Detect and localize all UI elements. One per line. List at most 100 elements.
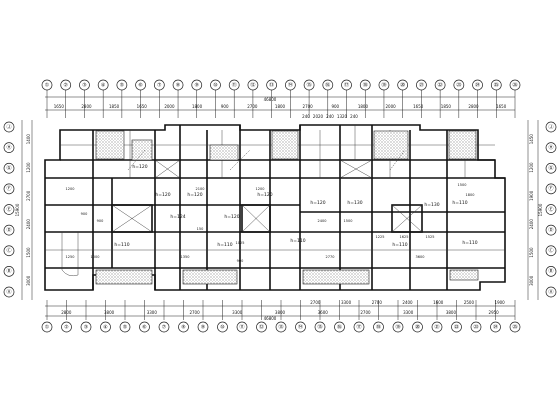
svg-text:⑫: ⑫ <box>250 81 255 88</box>
bottom-inner-dimension-text: 2400 <box>402 300 413 305</box>
bottom-axis-bubble: ③ <box>80 321 92 333</box>
svg-text:Ⓑ: Ⓑ <box>6 268 11 275</box>
svg-text:⑩: ⑩ <box>220 324 225 330</box>
top-axis-bubble: ① <box>41 79 53 91</box>
top-axis-bubble: ⑧ <box>172 79 184 91</box>
right-axis-bubble: Ⓙ <box>545 121 557 133</box>
top-dimension-text: 2000 <box>385 104 396 109</box>
top-axis-bubble: ⑮ <box>303 79 315 91</box>
top-axis-bubble: ㉓ <box>453 79 465 91</box>
right-axis-bubble: Ⓓ <box>545 224 557 236</box>
svg-text:⑬: ⑬ <box>269 81 274 88</box>
top-dimension-text: 1800 <box>275 104 286 109</box>
bottom-axis-bubble: ⑩ <box>217 321 228 333</box>
top-axis-bubble: ⑱ <box>359 79 371 91</box>
right-total-dimension: 15900 <box>538 203 543 216</box>
svg-text:Ⓑ: Ⓑ <box>548 268 553 275</box>
bottom-inner-dimension-text: 2700 <box>310 300 321 305</box>
bottom-dimension-text: 2800 <box>61 310 72 315</box>
slab-label: h=110 <box>462 240 477 246</box>
small-dimension-label: 150 <box>197 227 204 231</box>
bottom-axis-bubble: ① <box>41 321 53 333</box>
top-dimension-text: 2000 <box>164 104 175 109</box>
small-dimension-label: 1000 <box>91 255 100 259</box>
top-axis-bubble: ⑥ <box>135 79 146 91</box>
svg-text:Ⓙ: Ⓙ <box>548 123 553 130</box>
beam-markers <box>127 149 406 171</box>
svg-text:⑫: ⑫ <box>259 323 264 330</box>
svg-text:Ⓐ: Ⓐ <box>548 288 553 295</box>
bottom-axis-bubble: ㉑ <box>431 321 443 333</box>
top-axis-bubble: ⑨ <box>191 79 203 91</box>
top-total-dimension: 46800 <box>264 97 277 102</box>
svg-text:⑪: ⑪ <box>239 323 244 330</box>
small-dimension-label: 1525 <box>426 235 435 239</box>
bottom-dimension-text: 2700 <box>360 310 371 315</box>
right-axis-bubble: Ⓖ <box>545 162 557 174</box>
top-dimension-text: 2800 <box>468 104 479 109</box>
svg-text:⑤: ⑤ <box>123 324 127 330</box>
bottom-axis-bubble: ⑱ <box>373 321 384 333</box>
svg-text:⑦: ⑦ <box>162 324 167 330</box>
dimension-lines <box>21 96 539 317</box>
svg-text:Ⓕ: Ⓕ <box>548 185 553 192</box>
bottom-axis-bubble: ⑭ <box>295 321 306 333</box>
svg-text:⑨: ⑨ <box>195 82 199 88</box>
bottom-axis-bubble: ㉒ <box>451 321 462 333</box>
small-dimension-label: 2100 <box>196 187 205 191</box>
small-dimension-label: 1025 <box>236 241 245 245</box>
top-dimension-text: 1850 <box>441 104 452 109</box>
top-axis-bubble: ⑰ <box>341 79 352 91</box>
top-dimension-text: 2700 <box>247 104 258 109</box>
bottom-axis-bubble: ④ <box>100 321 111 333</box>
slab-label: h=110 <box>452 200 467 206</box>
svg-text:⑧: ⑧ <box>176 82 181 88</box>
svg-text:Ⓕ: Ⓕ <box>6 185 11 192</box>
top-inner-dimension-text: 240 <box>302 114 310 119</box>
svg-text:㉒: ㉒ <box>438 81 443 88</box>
svg-text:⑪: ⑪ <box>232 81 237 88</box>
bottom-axis-bubble: ⑯ <box>334 321 345 333</box>
slab-label: h=110 <box>290 238 305 244</box>
svg-text:⑭: ⑭ <box>298 323 303 330</box>
small-dimension-label: 3600 <box>416 255 425 259</box>
svg-text:Ⓓ: Ⓓ <box>6 226 11 233</box>
slab-label: h=120 <box>257 192 272 198</box>
top-inner-dimension-text: 240 <box>350 114 358 119</box>
small-dimension-label: 900 <box>81 212 88 216</box>
svg-text:⑬: ⑬ <box>278 323 283 330</box>
svg-text:⑳: ⑳ <box>400 81 405 88</box>
bottom-total-dimension: 46800 <box>264 316 277 321</box>
bottom-dimension-text: 3800 <box>275 310 286 315</box>
left-dimension-text: 2400 <box>26 219 31 230</box>
bottom-axis-bubble: ⑬ <box>275 321 287 333</box>
svg-text:㉓: ㉓ <box>456 81 461 88</box>
svg-text:⑱: ⑱ <box>376 323 381 330</box>
bottom-axis-bubble: ② <box>61 321 72 333</box>
left-dimension-text: 3000 <box>26 275 31 286</box>
bottom-axis-bubble: ㉔ <box>490 321 501 333</box>
svg-text:Ⓗ: Ⓗ <box>548 144 553 151</box>
svg-text:⑮: ⑮ <box>307 81 312 88</box>
svg-text:Ⓐ: Ⓐ <box>6 288 11 295</box>
slab-label: h=130 <box>347 200 362 206</box>
left-axis-bubble: Ⓒ <box>3 245 15 257</box>
svg-text:⑰: ⑰ <box>344 81 349 88</box>
slab-label: h=120 <box>187 192 202 198</box>
bottom-axis-bubble: ㉓ <box>470 321 482 333</box>
right-axis-bubble: Ⓔ <box>545 204 557 215</box>
bottom-dimension-text: 3600 <box>318 310 329 315</box>
bottom-axis-bubble: ⑤ <box>119 321 131 333</box>
svg-text:㉕: ㉕ <box>494 81 499 88</box>
top-axis-bubble: ⑬ <box>266 79 277 91</box>
right-dimension-text: 1450 <box>529 134 534 145</box>
right-axis-bubble: Ⓐ <box>545 286 557 298</box>
svg-text:㉔: ㉔ <box>493 323 498 330</box>
svg-text:⑥: ⑥ <box>142 324 147 330</box>
bottom-dimension-text: 3800 <box>104 310 115 315</box>
top-axis-bubble: ⑯ <box>322 79 334 91</box>
